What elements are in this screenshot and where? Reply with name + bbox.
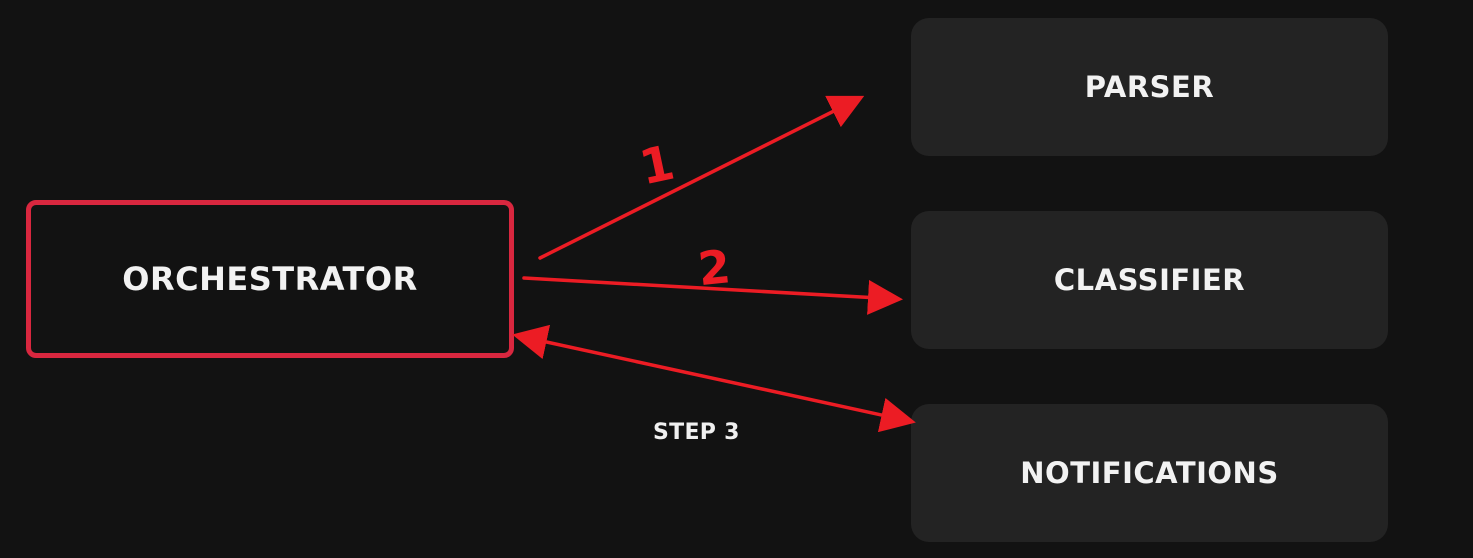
classifier-label: CLASSIFIER xyxy=(1053,263,1246,297)
orchestrator-label: ORCHESTRATOR xyxy=(122,260,418,298)
parser-label: PARSER xyxy=(1084,70,1215,104)
arrow-to-classifier xyxy=(522,276,903,315)
orchestrator-node: ORCHESTRATOR xyxy=(26,200,514,358)
step-2-label: 2 xyxy=(696,239,733,296)
classifier-node: CLASSIFIER xyxy=(911,211,1388,349)
notifications-label: NOTIFICATIONS xyxy=(1020,456,1279,490)
notifications-node: NOTIFICATIONS xyxy=(911,404,1388,542)
step-1-label: 1 xyxy=(635,135,679,197)
step-3-label: STEP 3 xyxy=(653,420,740,445)
arrow-to-notifications xyxy=(512,324,916,433)
arrow-to-parser xyxy=(538,95,865,260)
parser-node: PARSER xyxy=(911,18,1388,156)
